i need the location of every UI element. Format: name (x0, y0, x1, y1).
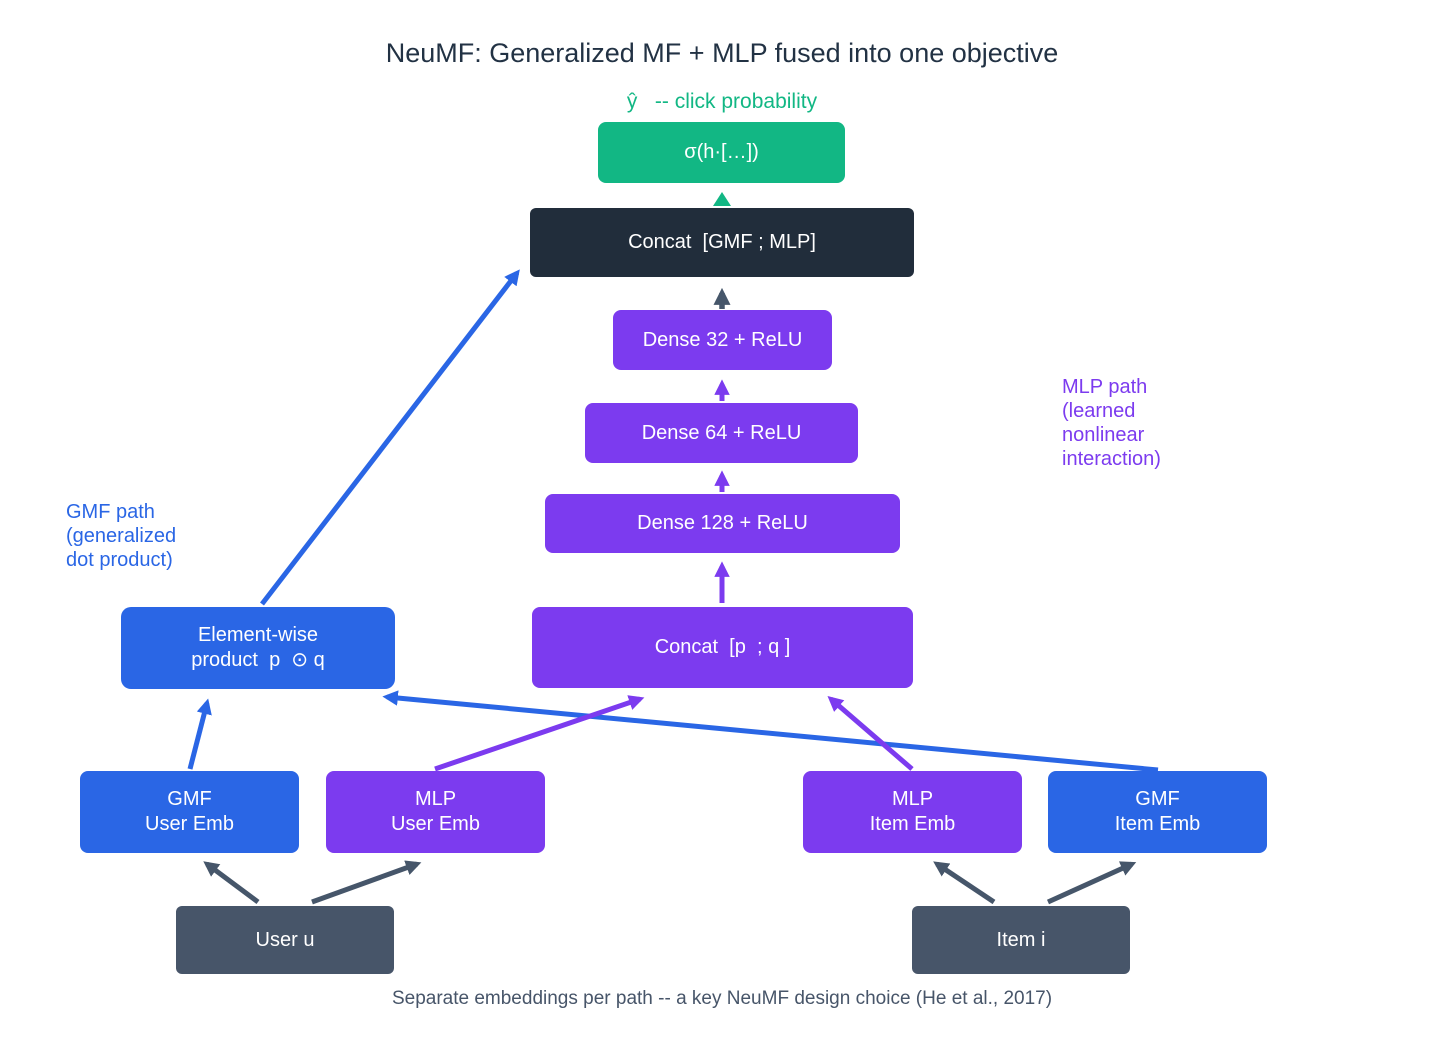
node-dense-32: Dense 32 + ReLU (613, 310, 832, 370)
gmf-path-annotation: GMF path (generalized dot product) (66, 501, 177, 571)
arrow-user-to-gmfuser-icon (203, 861, 260, 905)
node-user-input: User u (176, 906, 394, 974)
node-concat-gmf-mlp: Concat [GMF ; MLP] (530, 208, 914, 277)
arrow-mlpuser-to-concatpq-icon (434, 695, 645, 772)
arrow-user-to-mlpuser-icon (311, 860, 422, 905)
arrow-item-to-mlpitem-icon (933, 861, 996, 905)
node-gmf-user-emb: GMF User Emb (80, 771, 299, 853)
node-item-input: Item i (912, 906, 1130, 974)
node-elementwise-product: Element-wise product p ⊙ q (121, 607, 395, 689)
node-gmf-item-emb: GMF Item Emb (1048, 771, 1267, 853)
arrow-mlpitem-to-concatpq-icon (827, 695, 914, 771)
arrow-concat-to-sigma-icon (713, 192, 731, 206)
node-mlp-user-emb: MLP User Emb (326, 771, 545, 853)
diagram-title: NeuMF: Generalized MF + MLP fused into o… (385, 38, 1059, 68)
node-dense-128: Dense 128 + ReLU (545, 494, 900, 553)
arrow-elementwise-to-concat-icon (260, 269, 520, 606)
mlp-path-annotation: MLP path (learned nonlinear interaction) (1062, 376, 1161, 470)
node-concat-p-q: Concat [p ; q ] (532, 607, 913, 688)
node-mlp-item-emb: MLP Item Emb (803, 771, 1022, 853)
footer-caption: Separate embeddings per path -- a key Ne… (391, 988, 1053, 1009)
output-probability-label: ŷ -- click probability (626, 90, 818, 113)
node-sigma-output: σ(h·[…]) (598, 122, 845, 183)
node-dense-64: Dense 64 + ReLU (585, 403, 858, 463)
arrow-gmfuser-to-elementwise-icon (187, 698, 212, 770)
arrow-item-to-gmfitem-icon (1046, 861, 1137, 905)
arrow-gmfitem-to-elementwise-icon (382, 690, 1159, 773)
